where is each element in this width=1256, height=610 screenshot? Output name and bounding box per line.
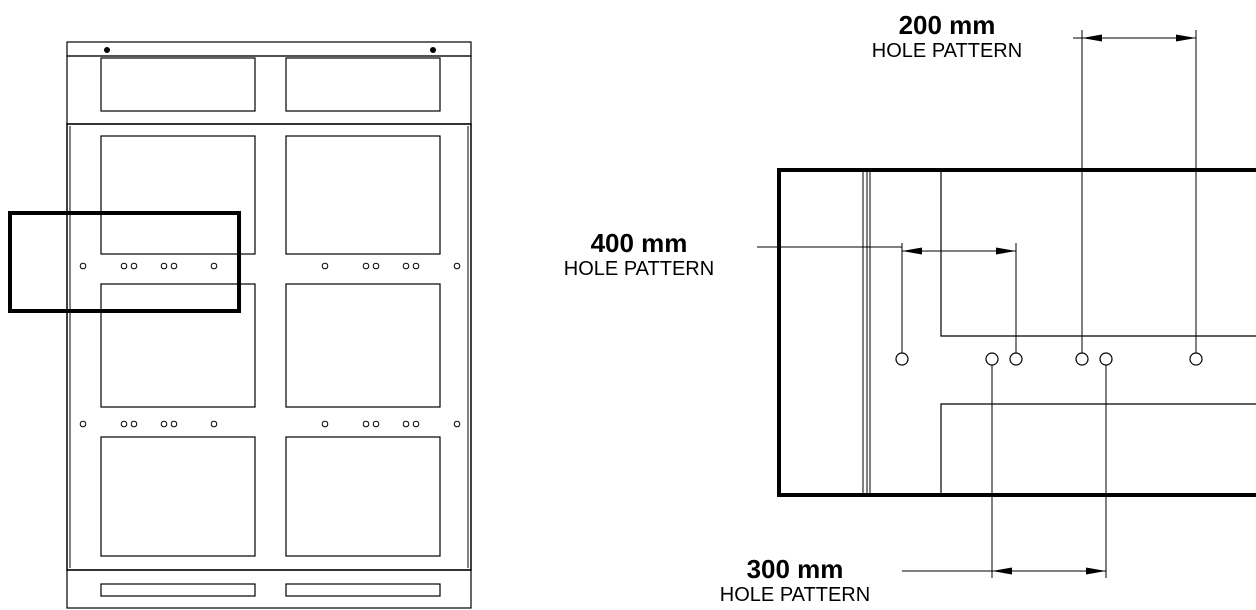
window-cutout (285, 135, 441, 255)
detail-callout-box (8, 211, 241, 313)
detail-view (757, 30, 1256, 578)
panel-front-view (8, 41, 472, 609)
top-cutout (100, 57, 256, 112)
top-cutout (285, 57, 441, 112)
detail-upper-cutout (940, 172, 1256, 337)
window-cutout (285, 283, 441, 408)
window-cutout (285, 436, 441, 557)
dimension-label-300: 300 mm HOLE PATTERN (690, 556, 900, 605)
dimension-300mm (902, 365, 1107, 578)
bottom-slot (100, 583, 256, 597)
panel-top-section (66, 55, 472, 125)
dimension-200mm (1073, 30, 1197, 353)
detail-lower-cutout (940, 403, 1256, 493)
dimension-value: 300 mm (746, 554, 844, 584)
detail-outline (777, 168, 1256, 497)
dimension-value: 200 mm (898, 10, 996, 40)
panel-top-strip (66, 41, 472, 57)
dimension-label-400: 400 mm HOLE PATTERN (534, 230, 744, 279)
window-cutout (100, 283, 256, 408)
dimension-caption: HOLE PATTERN (563, 258, 715, 280)
window-cutout (100, 135, 256, 255)
detail-mounting-holes (895, 352, 1203, 366)
mounting-holes-row (79, 262, 461, 270)
screw-icon (430, 47, 436, 53)
dimension-value: 400 mm (590, 228, 688, 258)
dimension-caption: HOLE PATTERN (719, 584, 871, 606)
mounting-holes-row (79, 420, 461, 428)
screw-icon (104, 47, 110, 53)
bottom-slot (285, 583, 441, 597)
dimension-caption: HOLE PATTERN (871, 40, 1023, 62)
dimension-label-200: 200 mm HOLE PATTERN (842, 12, 1052, 61)
window-cutout (100, 436, 256, 557)
panel-main-body (66, 123, 472, 571)
dimension-400mm (757, 243, 1017, 353)
panel-bottom-strip (66, 569, 472, 609)
